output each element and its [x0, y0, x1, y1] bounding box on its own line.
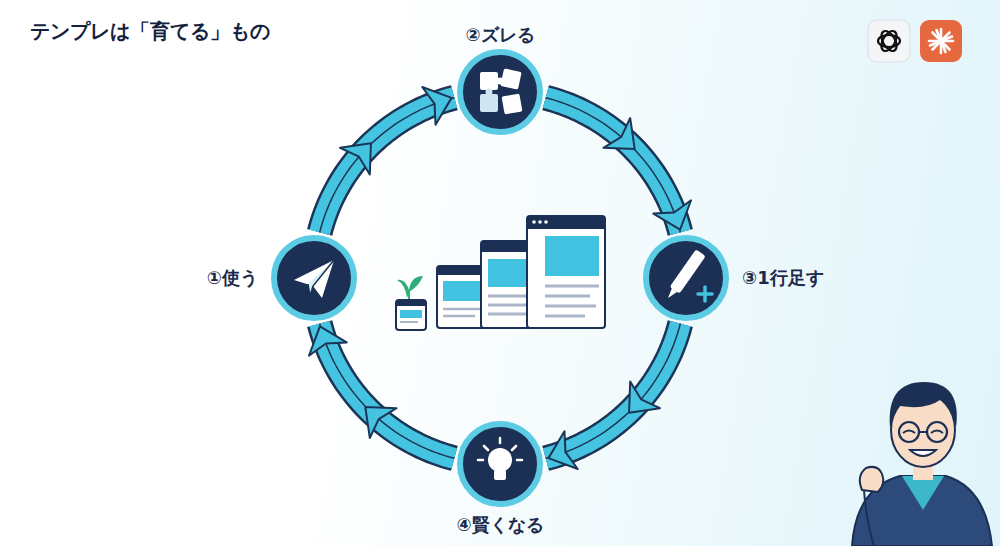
step-circle — [642, 234, 730, 322]
step-icon — [478, 438, 522, 480]
step-circle — [456, 48, 544, 136]
arrow-head — [309, 326, 347, 355]
slide-title: テンプレは「育てる」もの — [30, 18, 270, 45]
step-label: ①使う — [207, 267, 258, 289]
cycle-step: ④賢くなる — [456, 420, 544, 508]
cycle-arrow — [320, 87, 455, 232]
cycle-arrow — [309, 324, 454, 459]
app-logos — [868, 20, 962, 62]
arrow-head — [548, 431, 577, 469]
template-windows — [396, 216, 605, 330]
step-circle — [456, 420, 544, 508]
presenter-figure — [852, 382, 992, 546]
step-circle — [270, 234, 358, 322]
step-label: ③1行足す — [742, 267, 824, 289]
arrow-head — [629, 381, 660, 412]
step-icon — [668, 249, 712, 301]
cycle-arrow — [546, 324, 681, 469]
arrow-head — [365, 407, 396, 438]
arrow-head — [603, 118, 634, 149]
step-label: ④賢くなる — [456, 514, 543, 536]
arrow-head — [653, 200, 691, 229]
cycle-step: ②ズレる — [456, 48, 544, 136]
arrow-head — [422, 87, 451, 125]
cycle-arrow — [546, 98, 691, 233]
cycle-step: ③1行足す — [642, 234, 730, 322]
cycle-step: ①使う — [270, 234, 358, 322]
arrow-head — [340, 143, 371, 174]
step-icon — [480, 68, 522, 114]
step-label: ②ズレる — [465, 24, 534, 46]
step-icon — [294, 260, 334, 298]
